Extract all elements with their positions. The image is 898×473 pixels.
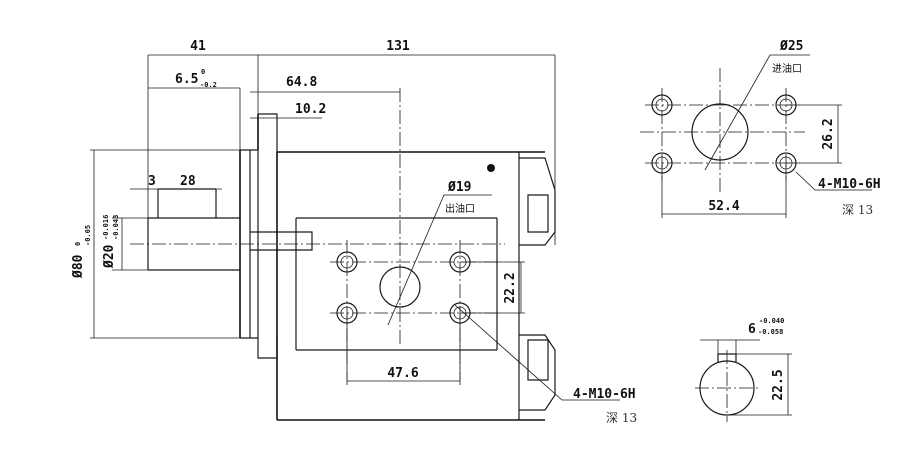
dim-pilot-dia: Ø80: [71, 254, 86, 279]
shaft-key-width: 6: [748, 322, 756, 337]
marker-dot: [487, 164, 495, 172]
dim-flange-thickness: 10.2: [295, 102, 326, 117]
outlet-bolt-spacing-v: 22.2: [503, 272, 518, 303]
dim-flange-offset: 6.5: [175, 72, 198, 87]
shaft-key-tol-lower: -0.058: [758, 328, 783, 336]
inlet-thread: 4-M10-6H: [818, 177, 881, 192]
pump-side-view: [130, 88, 620, 421]
inlet-dia-label: Ø25: [779, 39, 803, 54]
dim-flange-tol-upper: 0: [201, 68, 205, 76]
dim-key-offset: 3: [148, 174, 156, 189]
main-dimension-lines: [90, 54, 556, 385]
dim-shaft-length: 41: [190, 39, 206, 54]
dim-shaft-tol-lower: -0.043: [112, 215, 120, 240]
dim-port-center: 64.8: [286, 75, 317, 90]
inlet-bolt-spacing-h: 52.4: [708, 199, 739, 214]
inlet-port-view: [640, 54, 872, 218]
dim-pilot-tol-upper: 0: [74, 242, 82, 246]
dim-key-length: 28: [180, 174, 196, 189]
inlet-label: 进油口: [772, 62, 802, 75]
shaft-key-tol-upper: -0.040: [759, 317, 784, 325]
inlet-bolt-spacing-v: 26.2: [821, 118, 836, 149]
dim-shaft-tol-upper: -0.016: [102, 215, 110, 240]
outlet-label: 出油口: [445, 202, 475, 215]
outlet-bolt-spacing-h: 47.6: [387, 366, 418, 381]
dim-overall-length: 131: [386, 39, 410, 54]
dim-pilot-tol-lower: -0.05: [84, 225, 92, 246]
outlet-depth: 深 13: [606, 411, 637, 425]
shaft-section-height: 22.5: [771, 369, 786, 400]
outlet-dia-label: Ø19: [447, 180, 471, 195]
dim-shaft-dia: Ø20: [102, 244, 117, 269]
shaft-section-view: [695, 339, 792, 422]
inlet-depth: 深 13: [842, 203, 873, 217]
dim-flange-tol-lower: -0.2: [200, 81, 217, 89]
outlet-thread: 4-M10-6H: [573, 387, 636, 402]
